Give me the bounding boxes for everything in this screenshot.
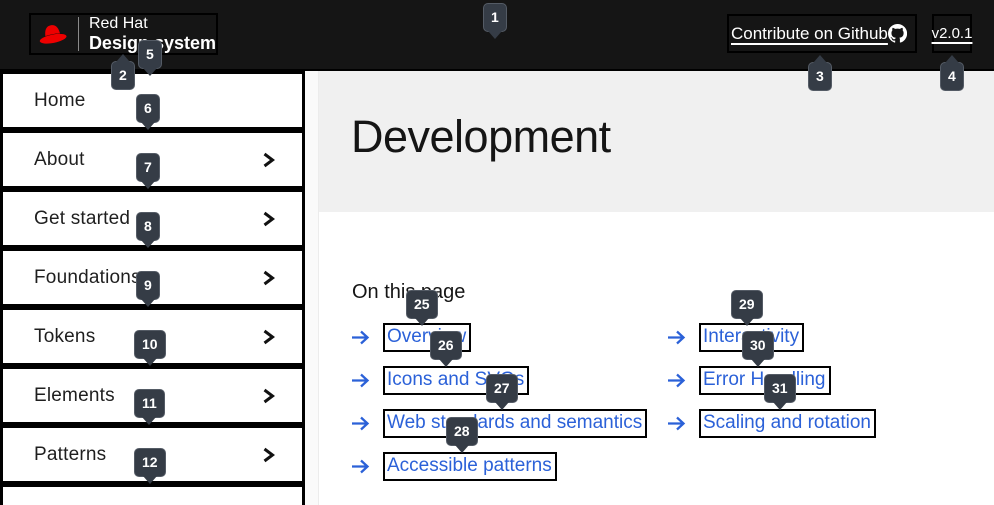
arrow-right-icon bbox=[352, 459, 370, 473]
sidebar-item-tokens[interactable]: Tokens bbox=[0, 307, 305, 366]
toc-link-scaling-rotation[interactable]: Scaling and rotation bbox=[699, 408, 876, 438]
brand-logo-link[interactable]: Red Hat Design system bbox=[29, 13, 218, 55]
sidebar-item-label: Home bbox=[34, 89, 86, 111]
arrow-right-icon bbox=[668, 373, 686, 387]
arrow-right-icon bbox=[668, 330, 686, 344]
hero-band: Development bbox=[319, 71, 994, 212]
sidebar-item-partial[interactable] bbox=[0, 484, 305, 505]
arrow-right-icon bbox=[352, 330, 370, 344]
sidebar-item-home[interactable]: Home bbox=[0, 71, 305, 130]
logo-divider bbox=[78, 17, 79, 51]
sidebar-nav: Home About Get started Foundations Token… bbox=[0, 71, 306, 505]
brand-line2: Design system bbox=[88, 32, 216, 53]
on-this-page-heading: On this page bbox=[352, 281, 466, 303]
toc-row: Accessible patterns bbox=[351, 451, 557, 481]
sidebar-item-patterns[interactable]: Patterns bbox=[0, 425, 305, 484]
redhat-fedora-icon bbox=[39, 25, 67, 44]
toc-link-interactivity[interactable]: Interactivity bbox=[699, 322, 805, 352]
header-bar: Red Hat Design system Contribute on Gith… bbox=[0, 0, 994, 71]
contribute-label[interactable]: Contribute on Github bbox=[731, 23, 888, 43]
version-label[interactable]: v2.0.1 bbox=[931, 25, 973, 42]
toc-row: Icons and SVGs bbox=[351, 365, 530, 395]
sidebar-item-label: About bbox=[34, 148, 85, 170]
sidebar-item-elements[interactable]: Elements bbox=[0, 366, 305, 425]
toc-link-error-handling[interactable]: Error Handling bbox=[699, 365, 831, 395]
sidebar-scrollbar[interactable] bbox=[305, 71, 319, 505]
chevron-right-icon bbox=[263, 270, 275, 285]
toc-link-overview[interactable]: Overview bbox=[383, 322, 472, 352]
chevron-right-icon bbox=[263, 152, 275, 167]
arrow-right-icon bbox=[668, 416, 686, 430]
chevron-right-icon bbox=[263, 388, 275, 403]
sidebar-item-about[interactable]: About bbox=[0, 130, 305, 189]
arrow-right-icon bbox=[352, 416, 370, 430]
chevron-right-icon bbox=[263, 211, 275, 226]
brand-line1: Red Hat bbox=[88, 14, 148, 32]
toc-link-icons-and-svgs[interactable]: Icons and SVGs bbox=[383, 365, 530, 395]
brand-wordmark: Red Hat Design system bbox=[89, 15, 216, 53]
toc-row: Error Handling bbox=[667, 365, 831, 395]
chevron-right-icon bbox=[263, 329, 275, 344]
chevron-right-icon bbox=[263, 447, 275, 462]
sidebar-item-foundations[interactable]: Foundations bbox=[0, 248, 305, 307]
arrow-right-icon bbox=[352, 373, 370, 387]
sidebar-item-get-started[interactable]: Get started bbox=[0, 189, 305, 248]
contribute-github-link[interactable]: Contribute on Github bbox=[727, 14, 917, 53]
toc-row: Interactivity bbox=[667, 322, 805, 352]
sidebar-item-label: Tokens bbox=[34, 325, 96, 347]
version-link[interactable]: v2.0.1 bbox=[932, 14, 972, 53]
github-octocat-icon bbox=[887, 23, 907, 43]
toc-row: Web standards and semantics bbox=[351, 408, 648, 438]
sidebar-item-label: Foundations bbox=[34, 266, 141, 288]
sidebar-item-label: Get started bbox=[34, 207, 131, 229]
toc-row: Overview bbox=[351, 322, 472, 352]
sidebar-item-label: Patterns bbox=[34, 443, 107, 465]
toc-link-accessible-patterns[interactable]: Accessible patterns bbox=[383, 451, 557, 481]
toc-row: Scaling and rotation bbox=[667, 408, 876, 438]
toc-link-web-standards[interactable]: Web standards and semantics bbox=[383, 408, 648, 438]
page-title: Development bbox=[351, 111, 611, 162]
sidebar-item-label: Elements bbox=[34, 384, 115, 406]
main-content: Development On this page bbox=[319, 71, 994, 505]
